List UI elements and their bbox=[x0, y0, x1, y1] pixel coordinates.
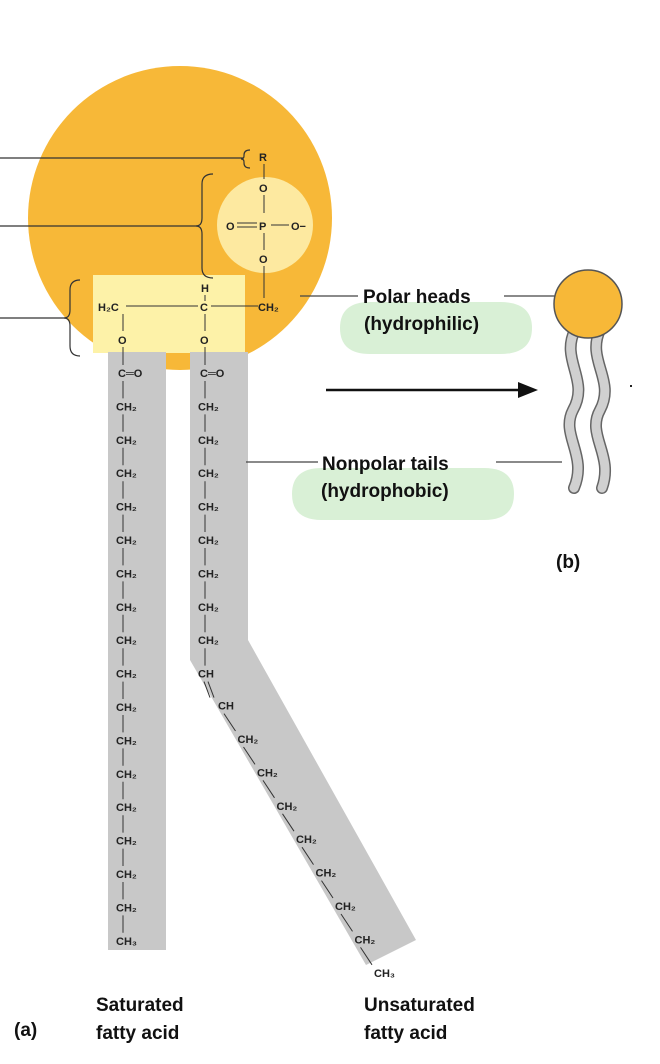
saturated-ch2: CH₂ bbox=[116, 769, 137, 781]
phosphate-o-bottom: O bbox=[259, 254, 268, 266]
unsaturated-carbonyl: C═O bbox=[200, 368, 225, 380]
nonpolar-tails-bubble bbox=[292, 468, 514, 520]
unsaturated-ch2: CH₂ bbox=[198, 635, 219, 647]
unsaturated-double-bond bbox=[207, 681, 215, 698]
saturated-label-line2: fatty acid bbox=[96, 1023, 179, 1044]
saturated-ch3: CH₃ bbox=[116, 936, 137, 948]
phosphate-o-minus: O− bbox=[291, 221, 306, 233]
unsaturated-ch2: CH₂ bbox=[198, 435, 219, 447]
head-chemistry: R O O P O− O H H₂C C CH₂ O O bbox=[98, 152, 306, 365]
unsaturated-ch2: CH₂ bbox=[238, 734, 259, 746]
saturated-ch2: CH₂ bbox=[116, 902, 137, 914]
unsaturated-double-bond bbox=[203, 681, 211, 698]
glycerol-backbone-box bbox=[93, 275, 245, 353]
unsaturated-ch2: CH₂ bbox=[257, 767, 278, 779]
unsaturated-ch2: CH₂ bbox=[355, 934, 376, 946]
saturated-ch2: CH₂ bbox=[116, 735, 137, 747]
phosphate-o-left: O bbox=[226, 221, 235, 233]
polar-heads-label: Polar heads bbox=[363, 287, 471, 308]
phospholipid-icon bbox=[553, 269, 623, 494]
saturated-carbonyl: C═O bbox=[118, 368, 143, 380]
polar-heads-sublabel: (hydrophilic) bbox=[364, 314, 479, 335]
saturated-chain: C═O CH₂ CH₂ CH₂ CH₂ CH₂ CH₂ CH₂ CH₂ CH₂ CH₂ CH₂ CH₂… bbox=[116, 368, 143, 948]
unsaturated-ch2: CH₂ bbox=[335, 901, 356, 913]
unsaturated-ch2: CH₂ bbox=[198, 568, 219, 580]
icon-head bbox=[553, 269, 623, 339]
unsaturated-ch: CH bbox=[198, 669, 214, 681]
nonpolar-tails-sublabel: (hydrophobic) bbox=[321, 481, 449, 502]
glycerol-h: H bbox=[201, 283, 209, 295]
saturated-ch2: CH₂ bbox=[116, 669, 137, 681]
glycerol-c: C bbox=[200, 302, 208, 314]
saturated-ch2: CH₂ bbox=[116, 869, 137, 881]
unsaturated-ch2: CH₂ bbox=[198, 401, 219, 413]
unsaturated-ch2: CH₂ bbox=[296, 834, 317, 846]
ester-o-right: O bbox=[200, 335, 209, 347]
part-b-label: (b) bbox=[556, 552, 580, 573]
left-pointer-lines bbox=[0, 149, 251, 357]
phosphate-o-top: O bbox=[259, 183, 268, 195]
stray-dot bbox=[630, 385, 632, 387]
glycerol-h2c: H₂C bbox=[98, 302, 119, 314]
unsaturated-label-line2: fatty acid bbox=[364, 1023, 447, 1044]
unsaturated-bond bbox=[223, 713, 236, 732]
phosphorus-atom: P bbox=[259, 221, 266, 233]
unsaturated-ch: CH bbox=[218, 701, 234, 713]
saturated-ch2: CH₂ bbox=[116, 568, 137, 580]
saturated-label-line1: Saturated bbox=[96, 995, 184, 1016]
part-a-label: (a) bbox=[14, 1020, 37, 1041]
unsaturated-ch2: CH₂ bbox=[198, 468, 219, 480]
unsaturated-bond bbox=[262, 780, 275, 799]
r-group-label: R bbox=[259, 152, 267, 164]
saturated-ch2: CH₂ bbox=[116, 535, 137, 547]
saturated-ch2: CH₂ bbox=[116, 635, 137, 647]
polar-heads-bubble bbox=[340, 302, 532, 354]
unsaturated-bond bbox=[340, 913, 353, 932]
saturated-ch2: CH₂ bbox=[116, 702, 137, 714]
icon-tail-right-fill bbox=[591, 325, 610, 493]
saturated-ch2: CH₂ bbox=[116, 836, 137, 848]
glycerol-ch2: CH₂ bbox=[258, 302, 279, 314]
unsaturated-ch2: CH₂ bbox=[198, 602, 219, 614]
unsaturated-ch2: CH₂ bbox=[316, 868, 337, 880]
unsaturated-ch2: CH₂ bbox=[198, 535, 219, 547]
unsaturated-bond bbox=[301, 846, 314, 865]
ester-o-left: O bbox=[118, 335, 127, 347]
unsaturated-ch2: CH₂ bbox=[277, 801, 298, 813]
saturated-ch2: CH₂ bbox=[116, 401, 137, 413]
saturated-ch2: CH₂ bbox=[116, 468, 137, 480]
unsaturated-bond bbox=[360, 947, 373, 966]
icon-tail-left-fill bbox=[564, 325, 583, 493]
saturated-ch2: CH₂ bbox=[116, 602, 137, 614]
nonpolar-tails-label: Nonpolar tails bbox=[322, 454, 449, 475]
unsaturated-label-line1: Unsaturated bbox=[364, 995, 475, 1016]
unsaturated-ch2: CH₂ bbox=[198, 502, 219, 514]
unsaturated-bond bbox=[321, 880, 334, 899]
arrow-head bbox=[518, 382, 538, 398]
saturated-tail-band bbox=[108, 352, 166, 950]
unsaturated-bond bbox=[282, 813, 295, 832]
unsaturated-ch3: CH₃ bbox=[374, 968, 395, 980]
saturated-ch2: CH₂ bbox=[116, 435, 137, 447]
unsaturated-chain: C═O CH₂ CH₂ CH₂ CH₂ CH₂ CH₂ CH₂ CH₂ CH CH CH₂ CH₂ CH… bbox=[198, 368, 395, 980]
saturated-ch2: CH₂ bbox=[116, 802, 137, 814]
saturated-ch2: CH₂ bbox=[116, 502, 137, 514]
unsaturated-bond bbox=[243, 746, 256, 765]
phosphate-group-circle bbox=[217, 177, 313, 273]
unsaturated-tail-band bbox=[190, 352, 416, 965]
